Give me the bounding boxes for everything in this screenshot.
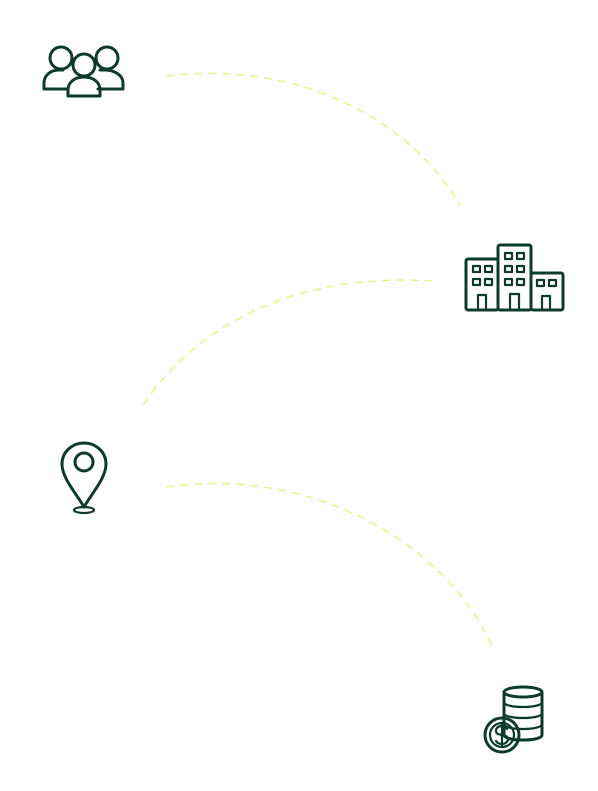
connector-users-to-buildings: [166, 72, 461, 206]
dollar-coins-icon: [483, 685, 544, 754]
buildings-icon: [464, 243, 565, 312]
connector-buildings-to-pin: [139, 279, 433, 411]
location-pin-icon: [60, 441, 108, 515]
connector-pin-to-coins: [166, 482, 494, 649]
users-group-icon: [42, 45, 125, 98]
